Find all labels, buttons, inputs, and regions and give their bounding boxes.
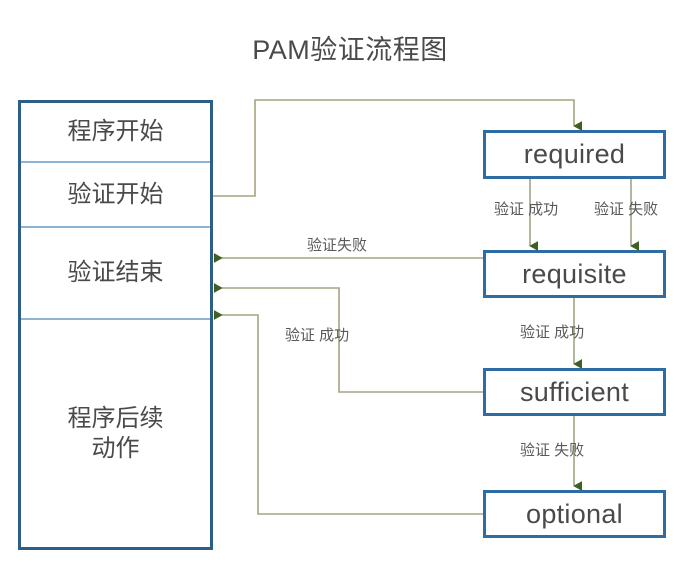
column-cell-auth-start[interactable]: 验证开始 (21, 163, 210, 228)
stage-label: sufficient (519, 376, 630, 407)
edge-label-requisite-success: 验证 成功 (520, 324, 585, 341)
stage-box-optional[interactable]: optional (483, 490, 666, 538)
column-cell-label: 验证结束 (67, 259, 164, 287)
stage-label: optional (526, 498, 623, 529)
column-cell-program-after[interactable]: 程序后续动作 (21, 320, 210, 547)
stage-label: requisite (522, 258, 627, 289)
column-cell-label: 程序后续动作 (67, 405, 164, 462)
edge-label-required-failure: 验证 失败 (594, 201, 659, 218)
column-cell-label: 程序开始 (67, 118, 164, 146)
edge-label-sufficient-success: 验证 成功 (285, 327, 350, 344)
stage-label: required (523, 139, 626, 169)
program-flow-column: 程序开始 验证开始 验证结束 程序后续动作 (18, 100, 213, 550)
edge-label-required-success: 验证 成功 (494, 201, 559, 218)
column-cell-auth-end[interactable]: 验证结束 (21, 228, 210, 320)
stage-box-sufficient[interactable]: sufficient (483, 368, 666, 416)
edge-label-requisite-failure: 验证失败 (307, 237, 368, 254)
stage-box-requisite[interactable]: requisite (483, 250, 666, 298)
column-cell-label: 验证开始 (67, 180, 164, 208)
stage-box-required[interactable]: required (483, 130, 666, 179)
edge-label-sufficient-failure: 验证 失败 (520, 442, 585, 459)
edge-sufficient-success (213, 283, 483, 393)
column-cell-program-start[interactable]: 程序开始 (21, 103, 210, 163)
page-title: PAM验证流程图 (252, 35, 448, 65)
edge-optional-to-authend (213, 310, 483, 515)
